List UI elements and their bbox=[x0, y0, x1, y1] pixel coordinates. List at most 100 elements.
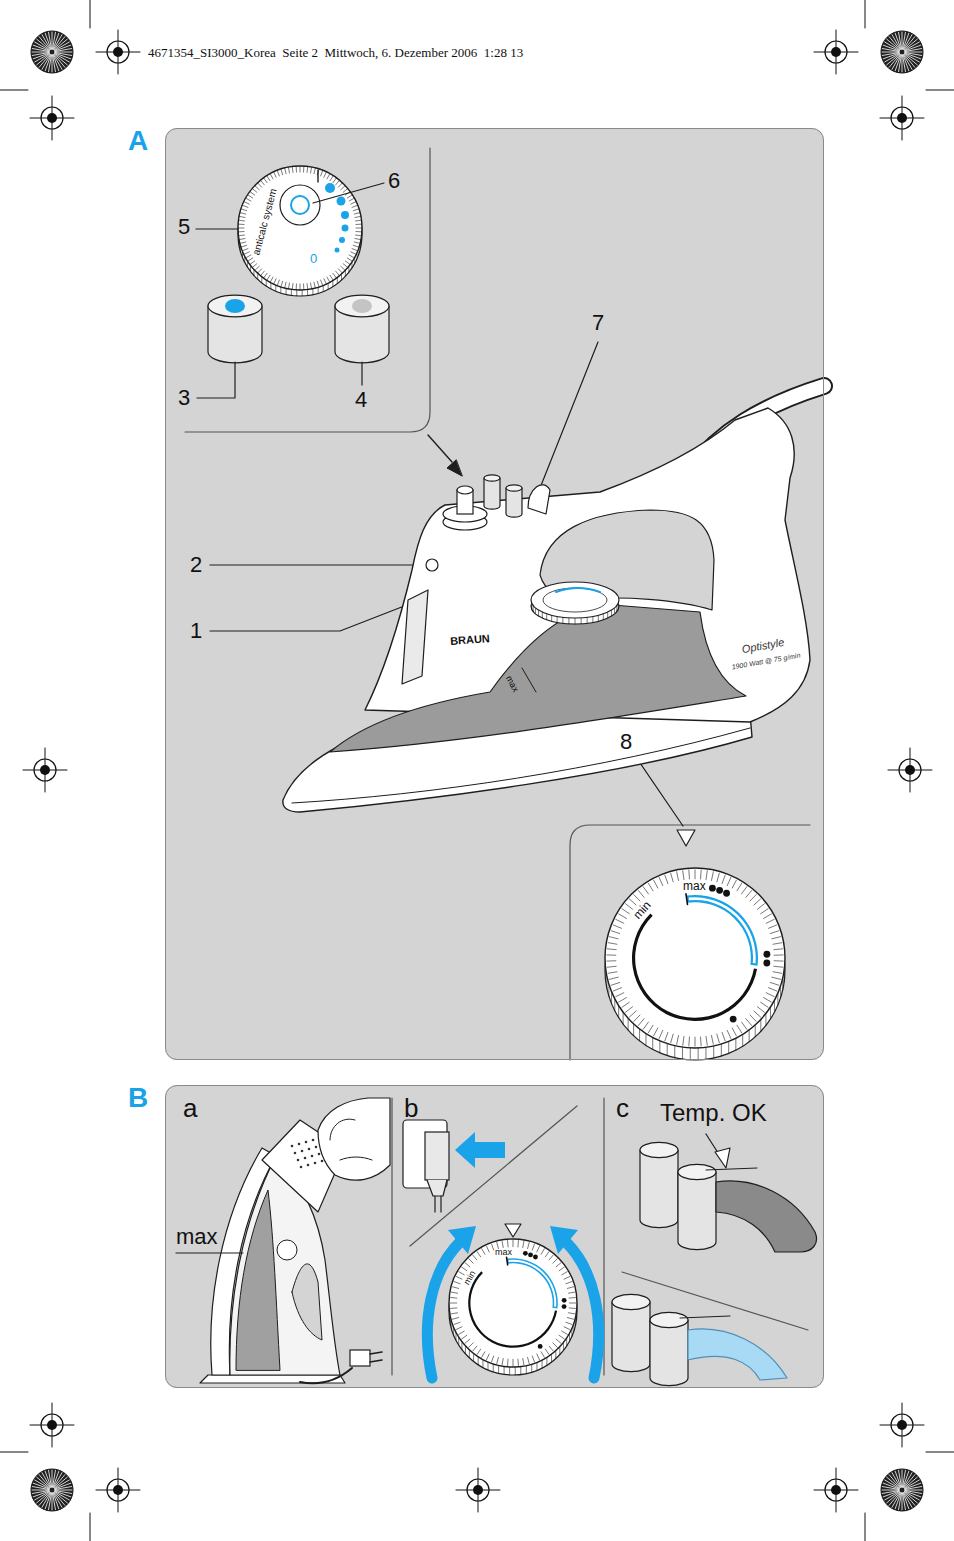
dial-tick bbox=[351, 202, 356, 205]
cup-dot bbox=[308, 1148, 311, 1151]
pointer-head bbox=[447, 460, 462, 476]
dial-tick bbox=[347, 258, 352, 261]
temperature-dot bbox=[716, 887, 723, 894]
iron-button bbox=[678, 1164, 716, 1179]
dial-tick bbox=[553, 1259, 558, 1264]
steam-knob bbox=[457, 486, 473, 494]
dial-grip bbox=[721, 1044, 722, 1056]
dial-tick bbox=[238, 235, 244, 237]
iron-button bbox=[678, 1172, 716, 1250]
crop-mark bbox=[926, 90, 954, 91]
leader-line bbox=[361, 362, 362, 385]
dial-tick bbox=[619, 998, 627, 1003]
steam-dot bbox=[342, 225, 349, 232]
dial-tick bbox=[252, 264, 257, 268]
dial-grip bbox=[728, 1041, 729, 1053]
dial-tick bbox=[333, 178, 337, 183]
hand bbox=[318, 1098, 390, 1180]
leader-line bbox=[210, 564, 424, 565]
dial-tick bbox=[314, 168, 315, 174]
dial-tick bbox=[706, 871, 707, 880]
dial-tick bbox=[338, 269, 342, 273]
dial-tick bbox=[750, 895, 756, 901]
dial-grip bbox=[760, 1019, 761, 1031]
dial-tick bbox=[336, 271, 340, 276]
dial-grip bbox=[531, 1364, 532, 1372]
iron-button bbox=[650, 1320, 688, 1386]
light-edge bbox=[706, 1168, 757, 1170]
hand bbox=[340, 1157, 372, 1160]
dial-tick bbox=[608, 943, 617, 945]
dial-tick bbox=[553, 1343, 558, 1348]
dial-tick bbox=[567, 1287, 573, 1289]
star-target bbox=[905, 49, 922, 52]
steam-dot bbox=[339, 237, 345, 243]
dial-tick bbox=[677, 872, 679, 881]
star-target bbox=[53, 55, 59, 71]
dial-grip bbox=[312, 289, 313, 295]
figure-b bbox=[176, 1098, 817, 1386]
dial-tick bbox=[742, 887, 747, 894]
dial-tick bbox=[517, 1241, 519, 1247]
dial-grip bbox=[645, 1033, 646, 1045]
dial-tick bbox=[629, 1011, 636, 1017]
cup-dot bbox=[300, 1166, 303, 1169]
star-target bbox=[905, 1490, 922, 1491]
star-target bbox=[45, 1471, 51, 1487]
dial-tick bbox=[303, 166, 304, 172]
dial-tick bbox=[754, 1011, 761, 1017]
dial-grip bbox=[603, 614, 604, 620]
dial-tick bbox=[559, 1335, 564, 1339]
dial-grip bbox=[742, 1034, 743, 1046]
registration-mark bbox=[118, 1468, 119, 1512]
dial-face bbox=[605, 868, 785, 1048]
dial-tick bbox=[356, 235, 362, 237]
steam-knob-ring bbox=[291, 196, 309, 214]
dial-tick bbox=[238, 228, 244, 229]
dial-tick bbox=[341, 266, 345, 270]
dial-tick bbox=[507, 1359, 509, 1365]
button-dot bbox=[352, 299, 372, 313]
temperature-dot bbox=[528, 1252, 533, 1257]
dial-tick bbox=[688, 870, 690, 879]
dial-tick bbox=[764, 914, 772, 919]
star-target bbox=[33, 1491, 49, 1497]
dial-tick bbox=[482, 1352, 485, 1358]
dial-tick bbox=[274, 172, 277, 177]
dial-tick bbox=[556, 1339, 561, 1343]
step-letter: c bbox=[616, 1095, 629, 1121]
dial-tick bbox=[303, 284, 304, 290]
spray-button bbox=[484, 475, 500, 481]
dial-tick bbox=[634, 1015, 640, 1021]
max-mark bbox=[686, 894, 688, 905]
dial-tick bbox=[513, 1240, 514, 1246]
star-target bbox=[55, 1483, 71, 1489]
dial-tick bbox=[451, 1292, 457, 1293]
dial-tick bbox=[349, 198, 354, 201]
dial-tick bbox=[292, 284, 294, 290]
star-target bbox=[52, 1493, 53, 1510]
dial-tick bbox=[541, 1352, 544, 1358]
dial-tick bbox=[241, 209, 247, 211]
star-target bbox=[53, 1493, 59, 1509]
figure-panel: B bbox=[165, 1085, 824, 1388]
iron-shell bbox=[236, 1190, 280, 1370]
dial-tick bbox=[285, 282, 286, 288]
dial-tick bbox=[314, 282, 315, 288]
dial-tick bbox=[773, 943, 782, 945]
cup-dot bbox=[307, 1164, 310, 1167]
iron-shell bbox=[330, 604, 746, 752]
star-target bbox=[905, 1487, 922, 1490]
dial-tick bbox=[502, 1241, 503, 1247]
dial-tick bbox=[706, 1036, 707, 1045]
spray-nozzle bbox=[426, 559, 438, 571]
leader-line bbox=[540, 342, 598, 488]
dial-tick bbox=[746, 890, 752, 897]
star-target bbox=[903, 1493, 906, 1510]
dial-grip bbox=[652, 1037, 653, 1049]
dial-tick bbox=[270, 174, 273, 179]
dial-tick bbox=[671, 1034, 673, 1043]
dial-grip bbox=[575, 618, 576, 624]
dial-grip bbox=[504, 1366, 505, 1374]
dial-tick bbox=[764, 998, 772, 1003]
